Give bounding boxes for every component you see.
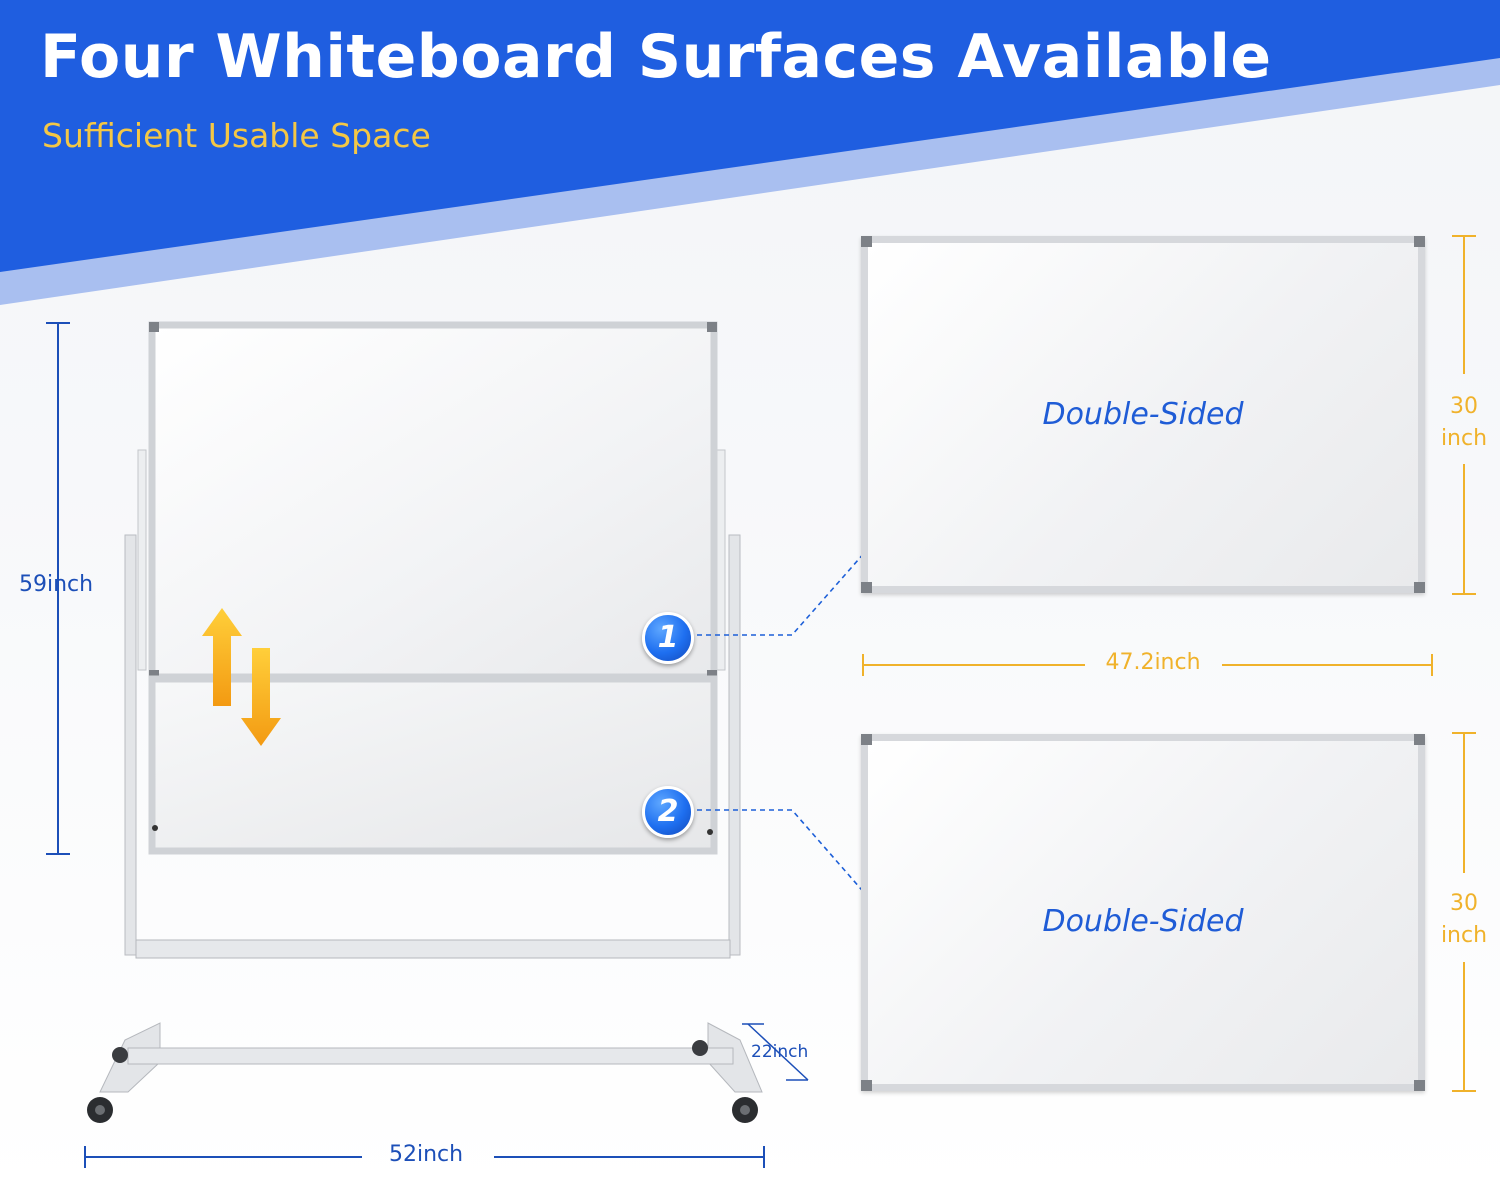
board-1-height-value: 30 (1450, 394, 1478, 419)
header-banner (0, 0, 1500, 305)
board-1-height-label: 30 inch (1434, 391, 1494, 455)
board-2-height-label: 30 inch (1434, 888, 1494, 952)
board-2-label: Double-Sided (1042, 904, 1244, 939)
stand-width-label: 52inch (389, 1142, 464, 1167)
stand-height-label: 59inch (19, 572, 94, 597)
callout-badge-2: 2 (642, 786, 694, 838)
whiteboard-panel-1: Double-Sided (861, 236, 1425, 593)
page-subtitle: Sufficient Usable Space (42, 116, 431, 155)
board-2-height-value: 30 (1450, 891, 1478, 916)
board-1-label: Double-Sided (1042, 397, 1244, 432)
stand-depth-label: 22inch (751, 1042, 809, 1062)
board-1-height-unit: inch (1440, 426, 1488, 451)
whiteboard-panel-2: Double-Sided (861, 734, 1425, 1091)
board-width-label: 47.2inch (1105, 650, 1201, 675)
page-title: Four Whiteboard Surfaces Available (40, 22, 1272, 92)
up-down-arrows-icon (202, 608, 281, 746)
callout-badge-1: 1 (642, 612, 694, 664)
board-2-height-unit: inch (1440, 923, 1488, 948)
